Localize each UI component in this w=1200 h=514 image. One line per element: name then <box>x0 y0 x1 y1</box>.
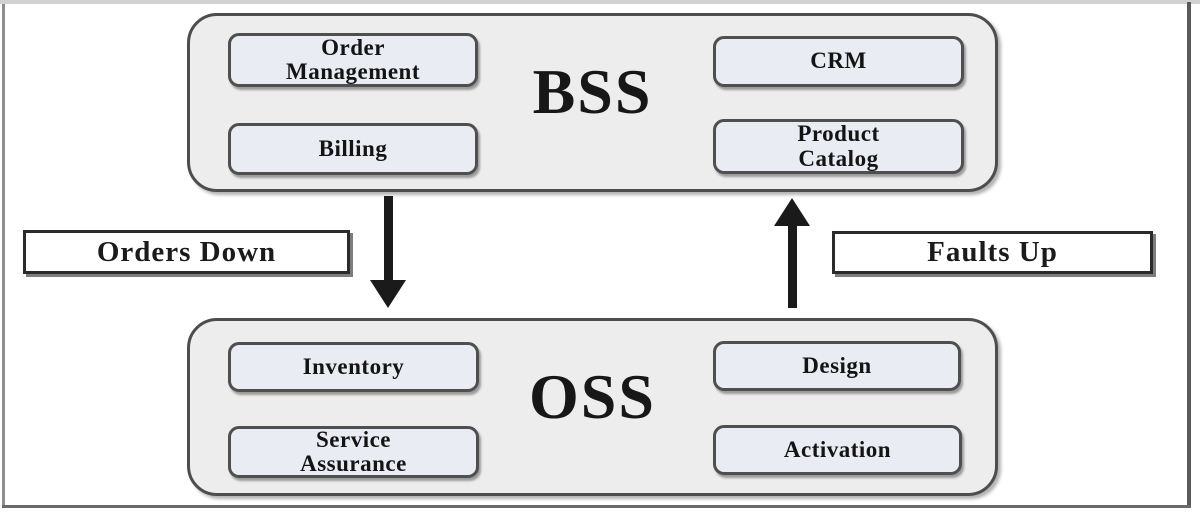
module-service-assurance: Service Assurance <box>228 426 479 478</box>
oss-container: Inventory Design OSS Service Assurance A… <box>187 318 998 496</box>
faults-up-label: Faults Up <box>832 231 1153 274</box>
module-billing: Billing <box>228 123 478 175</box>
orders-down-arrow-shaft <box>384 196 393 286</box>
module-activation: Activation <box>713 425 962 475</box>
module-order-management: Order Management <box>228 33 478 87</box>
oss-title: OSS <box>529 361 656 432</box>
module-inventory: Inventory <box>228 342 479 392</box>
bss-title: BSS <box>532 56 653 127</box>
frame-bottom-edge <box>2 505 1191 508</box>
bss-container: Order Management CRM BSS Billing Product… <box>187 13 998 192</box>
module-crm: CRM <box>713 36 964 87</box>
frame-right-edge <box>1187 2 1191 508</box>
module-design: Design <box>713 341 961 391</box>
frame-top-edge <box>0 0 1200 4</box>
orders-down-label: Orders Down <box>23 230 350 274</box>
orders-down-arrow-head <box>370 280 406 308</box>
module-product-catalog: Product Catalog <box>713 119 964 174</box>
faults-up-arrow-head <box>774 198 810 226</box>
faults-up-arrow-shaft <box>788 222 797 308</box>
frame-left-edge <box>2 4 5 508</box>
